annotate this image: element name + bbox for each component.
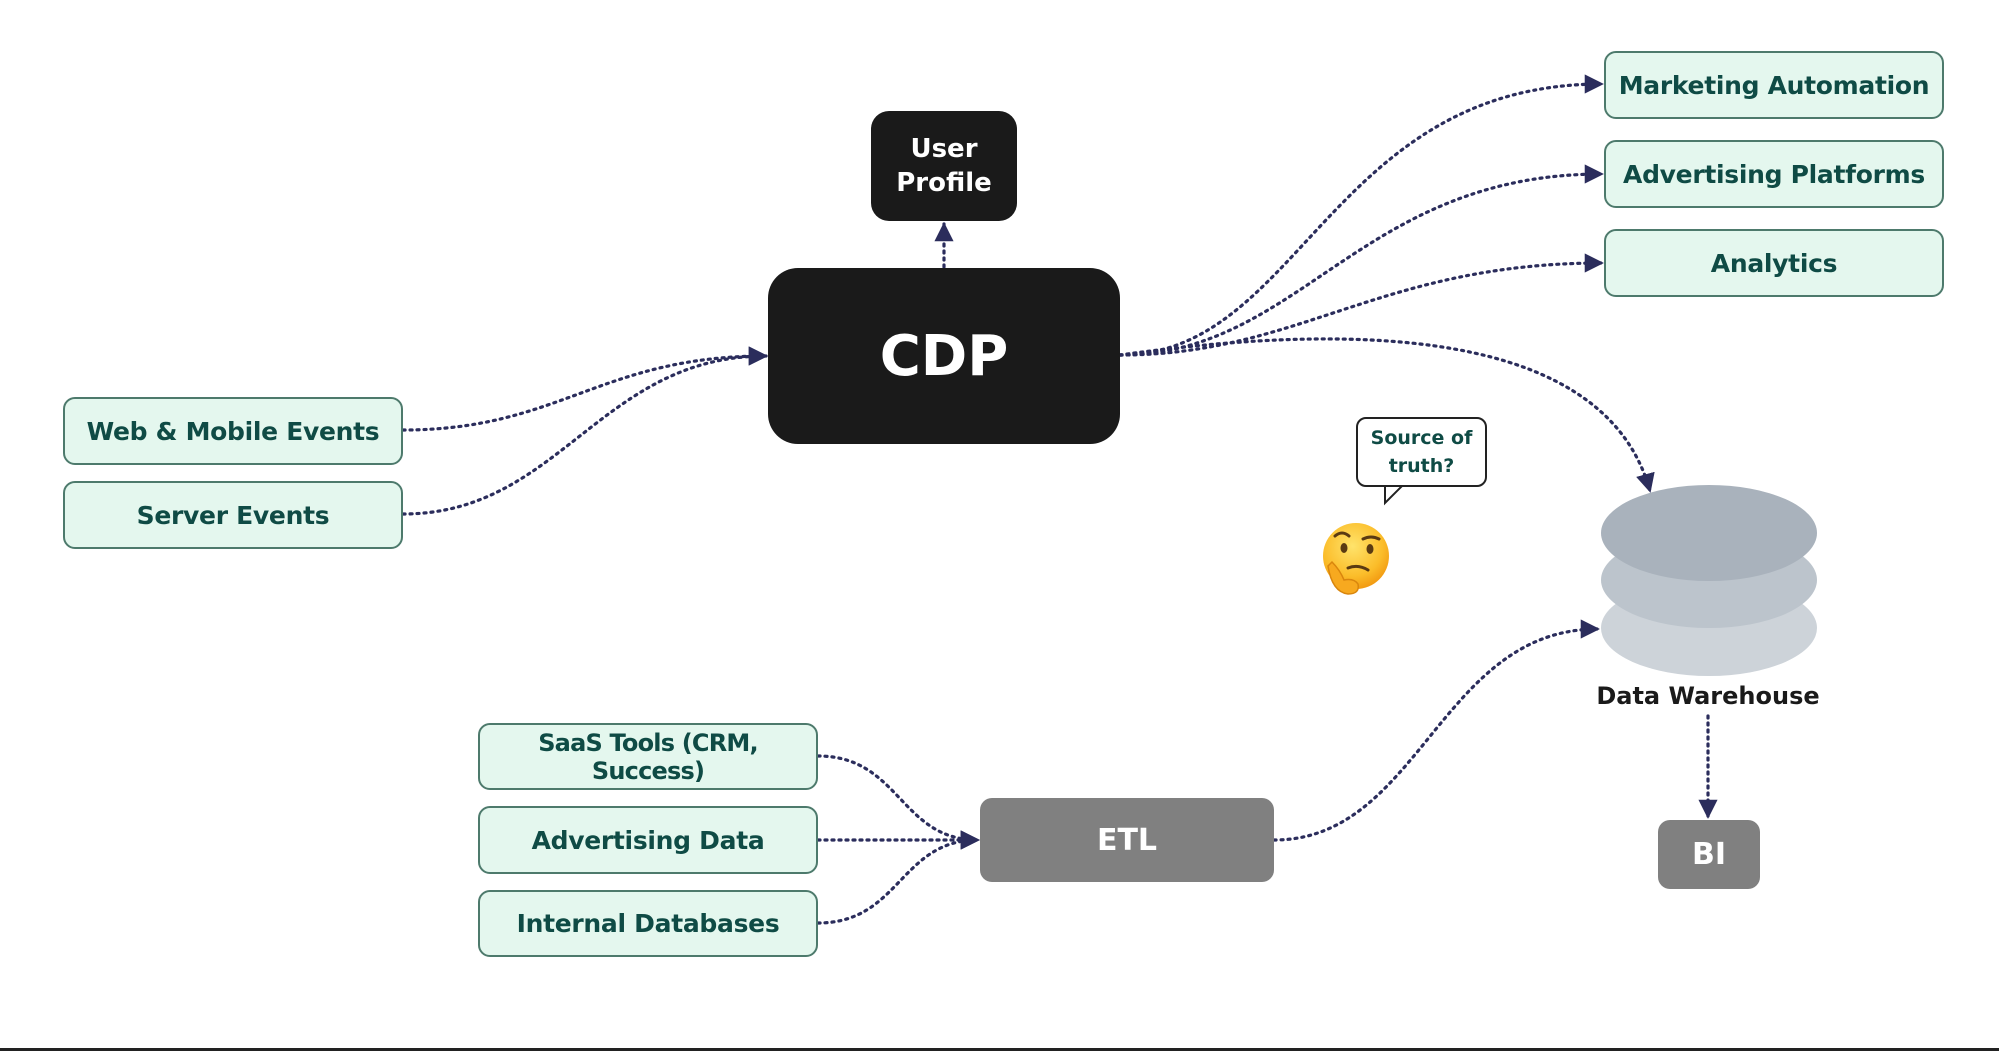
thinking-face-icon bbox=[1323, 523, 1389, 595]
data-warehouse-label: Data Warehouse bbox=[1596, 682, 1820, 710]
edge-cdp-to-analytics bbox=[1118, 253, 1604, 357]
analytics-node[interactable]: Analytics bbox=[1604, 229, 1944, 297]
node-label: Web & Mobile Events bbox=[86, 416, 380, 446]
cdp-node[interactable]: CDP bbox=[768, 268, 1120, 444]
bottom-border bbox=[0, 1048, 1999, 1051]
node-label: SaaS Tools (CRM, Success) bbox=[538, 728, 758, 785]
advertising-platforms-node[interactable]: Advertising Platforms bbox=[1604, 140, 1944, 208]
marketing-automation-node[interactable]: Marketing Automation bbox=[1604, 51, 1944, 119]
bubble-tail bbox=[1384, 484, 1404, 506]
cdp-label: CDP bbox=[879, 323, 1009, 389]
bi-label: BI bbox=[1691, 837, 1727, 872]
callout-line1: Source of bbox=[1370, 427, 1473, 449]
edge-cdp-to-marketing bbox=[1118, 74, 1604, 357]
node-label: Marketing Automation bbox=[1618, 70, 1930, 100]
bi-node[interactable]: BI bbox=[1658, 820, 1760, 889]
node-label: Internal Databases bbox=[516, 909, 780, 938]
user-profile-node[interactable]: User Profile bbox=[871, 111, 1017, 221]
server-events-node[interactable]: Server Events bbox=[63, 481, 403, 549]
user-profile-label-line2: Profile bbox=[896, 168, 992, 198]
user-profile-label-line1: User bbox=[910, 134, 978, 164]
etl-label: ETL bbox=[1096, 822, 1158, 858]
web-mobile-events-node[interactable]: Web & Mobile Events bbox=[63, 397, 403, 465]
db-layer-top bbox=[1601, 485, 1817, 581]
edge-server-to-cdp bbox=[401, 346, 768, 516]
source-of-truth-callout: Source of truth? bbox=[1356, 417, 1487, 487]
edge-web-to-cdp bbox=[401, 346, 768, 432]
node-label: Server Events bbox=[136, 500, 330, 530]
etl-node[interactable]: ETL bbox=[980, 798, 1274, 882]
data-warehouse-icon bbox=[1601, 485, 1817, 676]
edge-cdp-to-warehouse bbox=[1118, 337, 1655, 493]
saas-tools-node[interactable]: SaaS Tools (CRM, Success) bbox=[478, 723, 818, 790]
node-label: Advertising Platforms bbox=[1623, 159, 1925, 189]
node-label: Advertising Data bbox=[531, 825, 765, 855]
edge-etl-to-warehouse bbox=[1272, 619, 1600, 842]
edge-saas-to-etl bbox=[816, 754, 980, 850]
edge-cdp-to-adplatforms bbox=[1118, 164, 1604, 357]
callout-line2: truth? bbox=[1388, 455, 1455, 477]
node-label: Analytics bbox=[1710, 248, 1838, 278]
edge-internal-to-etl bbox=[816, 830, 980, 925]
internal-databases-node[interactable]: Internal Databases bbox=[478, 890, 818, 957]
advertising-data-node[interactable]: Advertising Data bbox=[478, 806, 818, 874]
